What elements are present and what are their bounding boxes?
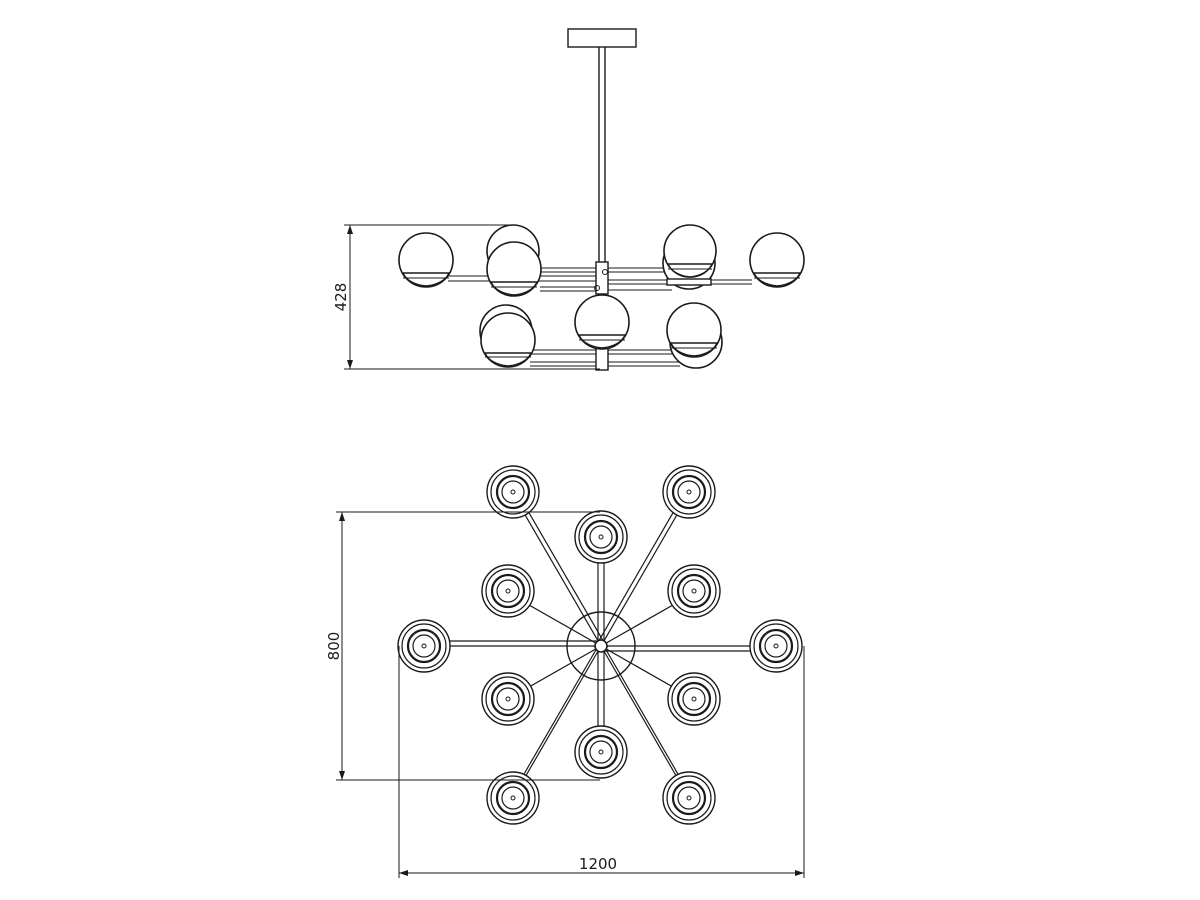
hub-screw	[602, 269, 608, 275]
width-dimension-label: 1200	[579, 855, 617, 873]
top-view-globe	[574, 725, 628, 779]
depth-dimension-label: 800	[325, 632, 343, 661]
side-view: 428	[332, 28, 805, 371]
top-view-globe	[486, 465, 540, 519]
ceiling-canopy	[567, 28, 637, 48]
width-dimension: 1200	[398, 646, 805, 878]
arm	[600, 493, 690, 647]
globe	[749, 232, 805, 288]
top-view-globe	[662, 771, 716, 825]
top-view-globes	[397, 465, 803, 825]
arm	[512, 493, 602, 647]
arm	[516, 491, 606, 645]
arm	[600, 645, 690, 799]
top-view-globe	[481, 672, 535, 726]
globe	[666, 302, 722, 358]
upper-hub	[595, 261, 609, 295]
hub-screw	[594, 285, 600, 291]
top-view-globe	[662, 465, 716, 519]
globe	[663, 224, 717, 278]
lower-arms	[530, 349, 680, 367]
depth-dimension: 800	[325, 511, 600, 781]
top-view-globe	[486, 771, 540, 825]
center-hub	[594, 639, 608, 653]
top-view-globe	[481, 564, 535, 618]
globe	[486, 241, 542, 297]
top-view: 800 1200	[325, 465, 805, 878]
top-view-globe	[397, 619, 451, 673]
upper-arms	[448, 267, 752, 292]
globe	[398, 232, 454, 288]
height-dimension-label: 428	[332, 283, 350, 312]
top-view-globe	[667, 564, 721, 618]
top-view-globe	[749, 619, 803, 673]
top-view-globe	[667, 672, 721, 726]
arm	[512, 645, 602, 799]
arm	[596, 491, 686, 645]
globe	[574, 294, 630, 350]
height-dimension: 428	[332, 224, 600, 370]
globe	[480, 312, 536, 368]
top-view-globe	[574, 510, 628, 564]
